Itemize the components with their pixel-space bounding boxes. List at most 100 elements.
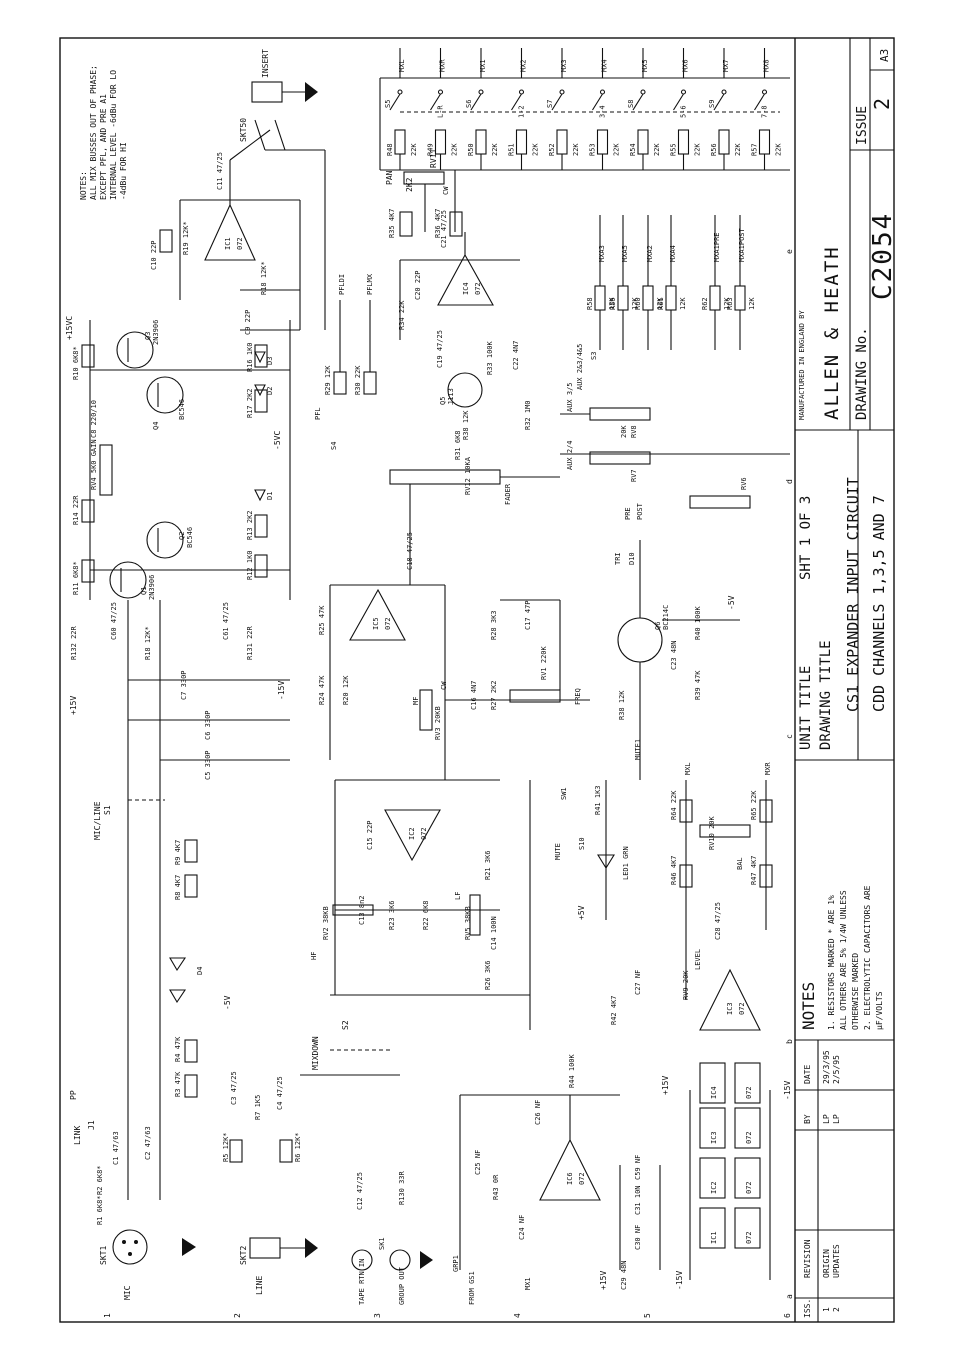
fader-rv12 [389, 469, 501, 485]
bus-phase-notes: NOTES: ALL MIX BUSSES OUT OF PHASE; EXCE… [79, 65, 128, 200]
bus-switch-contact [599, 89, 606, 95]
r29-label: R29 12K [324, 365, 332, 395]
ic2-type: 072 [420, 827, 428, 840]
rev-col-by: BY [803, 1114, 812, 1124]
grid-letter-b: b [785, 1039, 794, 1044]
c13-label: C13 8n2 [358, 895, 366, 925]
r65-label: R65 22K [750, 790, 758, 820]
rail-minus5v-b: -5V [727, 595, 736, 610]
r42-label: R42 4K7 [610, 995, 618, 1025]
ic3-type: 072 [738, 1002, 746, 1015]
aux-resistor-ref: R59 [609, 297, 617, 310]
r23-label: R23 3K6 [388, 900, 396, 930]
group-out-label: GROUP OUT [398, 1266, 406, 1305]
drawing-title: CS1 EXPANDER INPUT CIRCUIT [844, 477, 862, 712]
input-network: R18 12K* C7 330P C6 330P C5 330P C60 47/… [69, 600, 302, 1200]
c6-label: C6 330P [204, 710, 212, 740]
skt50-label: SKT50 [239, 118, 248, 142]
rev-row1-iss: 1 [822, 1307, 831, 1312]
line-input-label: LINE [255, 1276, 264, 1295]
bus-pair-label: 1-2 [518, 105, 526, 118]
bus-resistor-ref: R49 [427, 143, 435, 156]
mix-bus-routing [379, 77, 790, 171]
s3-label: S3 [590, 352, 598, 360]
rail-plus15vc: +15VC [65, 316, 74, 340]
tape-return-label: TAPE RTN IN [358, 1259, 366, 1305]
pfl-and-ic4-stage: IC4 072 C21 47/25 C20 22P R34 22K C19 47… [314, 210, 532, 450]
top-note-2: EXCEPT PFL, AND PRE A1 [99, 94, 108, 200]
c19-label: C19 47/25 [436, 330, 444, 368]
rv1-label: RV1 220K [540, 645, 548, 680]
r36-label: R36 4K7 [434, 208, 442, 238]
aux-resistor-ref: R63 [726, 297, 734, 310]
rev-row2-rev: UPDATES [832, 1244, 841, 1278]
ic4-label: IC4 [462, 282, 470, 295]
top-note-3: INTERNAL LEVEL -6dBu FOR LO [109, 70, 118, 200]
mf-cw-label: CW [440, 681, 448, 690]
ic-power-ref: IC3 [710, 1131, 718, 1144]
r10-label: R10 6K8* [72, 346, 80, 380]
ic2-label: IC2 [408, 827, 416, 840]
r41-label: R41 1K3 [594, 785, 602, 815]
freq-pot-rv1 [509, 689, 561, 703]
mf-pot-rv3 [419, 689, 433, 731]
bal-pot-rv10 [699, 824, 751, 838]
ic-power-box [699, 1062, 726, 1104]
ic5-label: IC5 [372, 617, 380, 630]
expander-sidechain: Q6 BC214C R40 100K C23 48N R39 47K -5V T… [614, 540, 740, 780]
r11-label: R11 6K8* [72, 561, 80, 595]
aux-pots: AUX 2&3/4&5 AUX 3/5 AUX 2/4 RV8 RV7 RV6 … [560, 344, 790, 520]
ic-power-box [734, 1062, 761, 1104]
r38-label: R38 12K [462, 410, 470, 440]
r40-label: R40 100K [694, 605, 702, 640]
ic3-label: IC3 [726, 1002, 734, 1015]
c59-label: C59 NF [634, 1155, 642, 1180]
bus-resistor-ref: R55 [670, 143, 678, 156]
r7-label: R7 1K5 [254, 1095, 262, 1120]
grid-number-2: 2 [233, 1313, 242, 1318]
group-out-socket [389, 1249, 411, 1271]
rail-minus15v-a: -15V [277, 681, 286, 700]
c2-label: C2 47/63 [144, 1126, 152, 1160]
revision-block: ISS. REVISION BY DATE 1 ORIGIN LP 29/3/9… [795, 1040, 894, 1322]
grid-letter-a: a [785, 1294, 794, 1299]
bus-label-mxl: MXL [398, 59, 406, 72]
r34-label: R34 22K [398, 300, 406, 330]
made-in-text: MANUFACTURED IN ENGLAND BY [798, 310, 806, 420]
c27-label: C27 NF [634, 970, 642, 995]
r64-label: R64 22K [670, 790, 678, 820]
aux-resistor [665, 285, 677, 311]
c7-label: C7 330P [180, 670, 188, 700]
input-sockets: MIC SKT1 R1 6K8* R2 6K8* C1 47/63 C2 47/… [69, 1090, 476, 1305]
aux-label-5: MXA1POST [738, 227, 746, 262]
rail-minus15v-c: -15V [783, 1081, 792, 1100]
q5-type: J113 [447, 388, 455, 405]
bus-switch-blade [430, 93, 441, 111]
rv12-label: RV12 10KA [464, 456, 472, 495]
aux-resistor [617, 285, 629, 311]
notes-heading: NOTES [799, 982, 818, 1030]
rail-plus15v-b: +15V [599, 1271, 608, 1290]
ic-power-ref: IC2 [710, 1181, 718, 1194]
rv5-label: RV5 38KB [464, 906, 472, 940]
bus-resistor-value: 22K [775, 143, 783, 156]
hf-label: HF [310, 952, 318, 960]
ic-power-ref: IC4 [710, 1086, 718, 1099]
c5-label: C5 330P [204, 750, 212, 780]
r4-label: R4 47K [174, 1036, 182, 1062]
mxr-out-label: MXR [764, 762, 772, 775]
r131-label: R131 22R [246, 625, 254, 660]
r44-label: R44 100K [568, 1053, 576, 1088]
group-return-stage: IC6 072 R44 100K C26 NF C25 NF R43 0R C2… [459, 1053, 620, 1290]
r35-label: R35 4K7 [388, 208, 396, 238]
bus-resistor-value: 22K [613, 143, 621, 156]
d3-label: D3 [266, 357, 274, 365]
mic-line-switch-label: MIC/LINE [93, 801, 102, 840]
rev-col-date: DATE [803, 1065, 812, 1084]
top-note-4: -4dBu FOR HI [119, 142, 128, 200]
grid-number-3: 3 [373, 1313, 382, 1318]
bus-switch-s9: S9 [708, 100, 716, 108]
top-note-1: ALL MIX BUSSES OUT OF PHASE; [89, 65, 98, 200]
pan-label: PAN [385, 170, 394, 185]
grid-number-1: 1 [103, 1313, 112, 1318]
